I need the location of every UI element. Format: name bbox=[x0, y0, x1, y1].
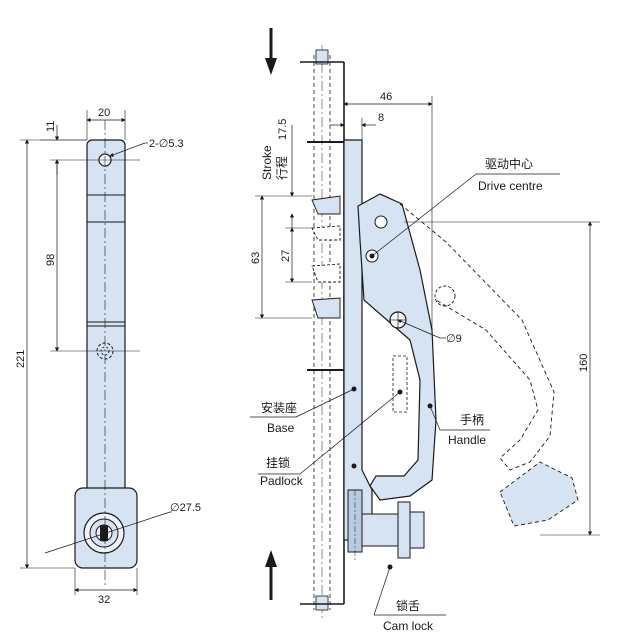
drive-centre-label-cn: 驱动中心 bbox=[485, 156, 533, 171]
dim-bottom-width: 32 bbox=[98, 594, 110, 606]
stroke-label-cn: 行程 bbox=[274, 156, 289, 180]
dim-hole-size: 2-∅5.3 bbox=[149, 138, 184, 150]
stroke-value: 17.5 bbox=[277, 119, 289, 140]
dim-hinge: ∅9 bbox=[446, 333, 462, 345]
dim-depth: 46 bbox=[380, 91, 392, 103]
camlock-label-en: Cam lock bbox=[383, 619, 434, 633]
handle-label-en: Handle bbox=[448, 433, 486, 447]
arrow-down-icon bbox=[265, 28, 277, 75]
dim-overall-length: 221 bbox=[15, 350, 27, 368]
arrow-up-icon bbox=[265, 550, 277, 600]
side-view: 46 8 Stroke 行程 17.5 63 27 ∅9 160 bbox=[250, 28, 600, 633]
stroke-label-en: Stroke bbox=[260, 145, 274, 180]
padlock-slot bbox=[392, 355, 408, 413]
base-label-cn: 安装座 bbox=[261, 400, 297, 415]
upper-hole bbox=[374, 215, 388, 229]
drive-centre-label-en: Drive centre bbox=[478, 179, 543, 193]
cam-teeth bbox=[311, 195, 341, 319]
dim-63: 63 bbox=[250, 252, 262, 264]
dim-hole-spacing: 98 bbox=[45, 254, 57, 266]
camlock-label-cn: 锁舌 bbox=[396, 598, 420, 613]
dim-27: 27 bbox=[280, 250, 292, 262]
dim-lock-diameter: ∅27.5 bbox=[170, 502, 201, 514]
padlock-label-cn: 挂锁 bbox=[266, 455, 290, 470]
dim-hole-offset: 11 bbox=[45, 121, 57, 132]
front-bar bbox=[86, 139, 126, 501]
base-label-en: Base bbox=[267, 421, 295, 435]
handle-open-position bbox=[399, 203, 555, 471]
front-view: 20 11 2-∅5.3 98 221 ∅27.5 32 bbox=[15, 107, 201, 606]
padlock-label-en: Padlock bbox=[260, 474, 304, 488]
dim-160: 160 bbox=[578, 354, 590, 372]
dim-top-width: 20 bbox=[98, 107, 110, 119]
handle-label-cn: 手柄 bbox=[460, 413, 484, 427]
handle-part bbox=[357, 193, 437, 501]
dim-plate: 8 bbox=[378, 112, 384, 124]
cam-lock-part bbox=[347, 489, 425, 560]
